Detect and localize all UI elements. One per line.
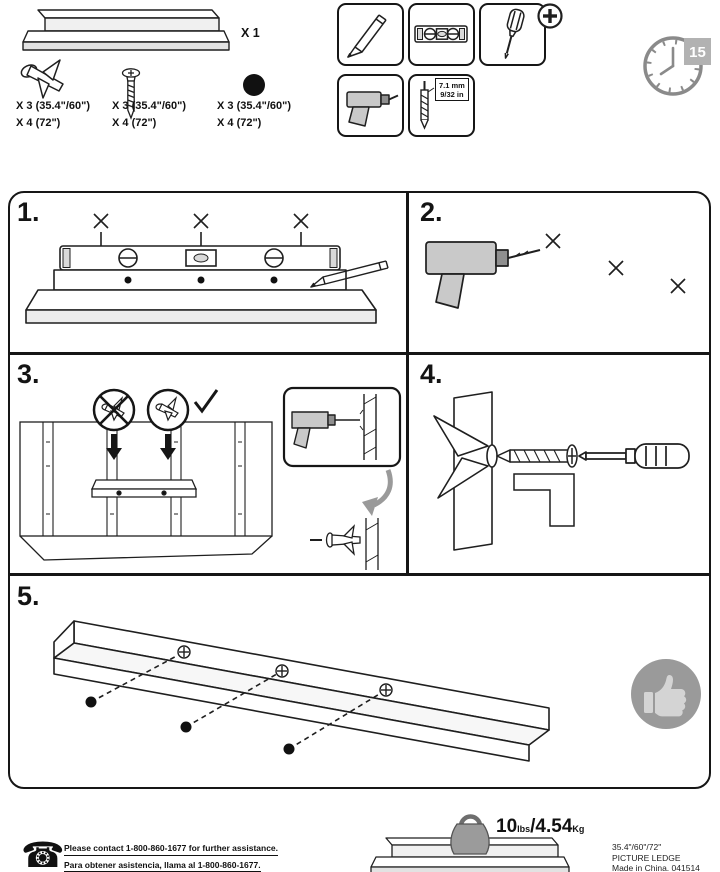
time-estimate-clock-icon: 15 (643, 36, 711, 96)
step-3-number: 3. (17, 359, 40, 389)
step-4-illustration (433, 391, 690, 551)
time-minutes-label: 15 (689, 44, 706, 61)
support-contact: Please contact 1-800-860-1677 for furthe… (64, 843, 279, 872)
divider-row-2 (10, 573, 709, 576)
screwdriver-tool (578, 443, 690, 469)
support-contact-es: Para obtener asistencia, llama al 1-800-… (64, 860, 261, 872)
cap-qty-small: X 3 (35.4"/60") (217, 100, 292, 112)
cap-alignment-lines (90, 651, 387, 750)
weight-kg-unit: Kg (572, 824, 585, 834)
screw-qty: X 3 (35.4"/60") X 4 (72") (112, 98, 186, 132)
pencil-marking-icon (310, 260, 389, 288)
drill-bit-size-in: 9/32 in (440, 89, 464, 99)
cover-caps (85, 696, 295, 755)
correct-anchor-badge (146, 388, 219, 432)
level-on-shelf (59, 245, 341, 271)
weight-lb-unit: lbs (517, 824, 531, 834)
tool-screwdriver-box (479, 3, 546, 66)
phillips-head-icon (537, 3, 563, 29)
step-1-illustration (25, 213, 389, 324)
step-3-illustration (19, 386, 402, 570)
wrong-anchor-badge (92, 388, 136, 432)
cover-cap-part-icon (243, 74, 265, 96)
product-name: PICTURE LEDGE (612, 852, 681, 863)
weight-kg-value: /4.54 (530, 816, 573, 837)
screw-qty-small: X 3 (35.4"/60") (112, 100, 187, 112)
thumbs-up-badge (631, 659, 701, 729)
checkmark-icon (193, 389, 219, 414)
drill-bit-size-label: 7.1 mm 9/32 in (435, 78, 469, 101)
support-contact-en: Please contact 1-800-860-1677 for furthe… (64, 843, 279, 856)
screw-part-icon (121, 68, 141, 120)
anchor-insertion (310, 518, 379, 570)
weight-lb-value: 10 (496, 816, 518, 837)
divider-steps-1-2 (406, 193, 409, 353)
rail-screws (177, 645, 393, 697)
tool-level-box (408, 3, 475, 66)
shelf-on-wall (90, 479, 198, 498)
tool-drill-box (337, 74, 404, 137)
shelf-part-illustration (22, 9, 230, 51)
thumbs-up-icon (644, 675, 687, 717)
screw-qty-large: X 4 (72") (112, 117, 157, 129)
tool-pencil-box (337, 3, 404, 66)
wall-anchor-part-icon (20, 59, 64, 99)
anchor-qty-small: X 3 (35.4"/60") (16, 100, 91, 112)
drill-bit-icon (420, 81, 435, 130)
step-4-number: 4. (420, 359, 443, 389)
anchor-qty: X 3 (35.4"/60") X 4 (72") (16, 98, 90, 132)
step-2-illustration (425, 233, 686, 309)
cap-qty: X 3 (35.4"/60") X 4 (72") (217, 98, 291, 132)
weight-limit-icon (450, 814, 490, 855)
drill-icon (346, 91, 399, 127)
step-5-illustration (53, 620, 550, 762)
step-1-number: 1. (17, 197, 40, 227)
step-2-number: 2. (420, 197, 443, 227)
level-icon (414, 25, 468, 43)
shelf-perspective (53, 620, 550, 762)
product-sizes: 35.4"/60"/72" (612, 842, 662, 852)
drill-bit-size-mm: 7.1 mm (439, 80, 465, 90)
drill-inset (282, 386, 402, 468)
time-flag (684, 38, 711, 65)
drill-x-marks (545, 233, 686, 294)
weight-rating: 10lbs/4.54Kg (496, 816, 584, 838)
divider-steps-3-4 (406, 354, 409, 574)
divider-row-1 (10, 352, 709, 355)
mounting-screw (496, 444, 578, 468)
pencil-icon (347, 14, 387, 58)
shelf-qty-label: X 1 (241, 26, 260, 40)
shelf-rail-profile (513, 473, 575, 527)
step-5-number: 5. (17, 581, 40, 611)
anchor-qty-large: X 4 (72") (16, 117, 61, 129)
down-arrows (106, 434, 176, 460)
pencil-x-marks (93, 213, 309, 246)
cap-qty-large: X 4 (72") (217, 117, 262, 129)
product-info: 35.4"/60"/72" PICTURE LEDGE Made in Chin… (612, 842, 700, 872)
screwdriver-icon (504, 8, 525, 59)
drill-tool (425, 241, 541, 309)
sequence-arrow (362, 469, 393, 516)
anchor-in-wall (433, 391, 498, 551)
product-made-in: Made in China. 041514 (612, 863, 700, 872)
tool-drill-bit-box: 7.1 mm 9/32 in (408, 74, 475, 137)
phone-icon: ☎ (21, 836, 65, 872)
marked-hole-dots (124, 276, 278, 284)
